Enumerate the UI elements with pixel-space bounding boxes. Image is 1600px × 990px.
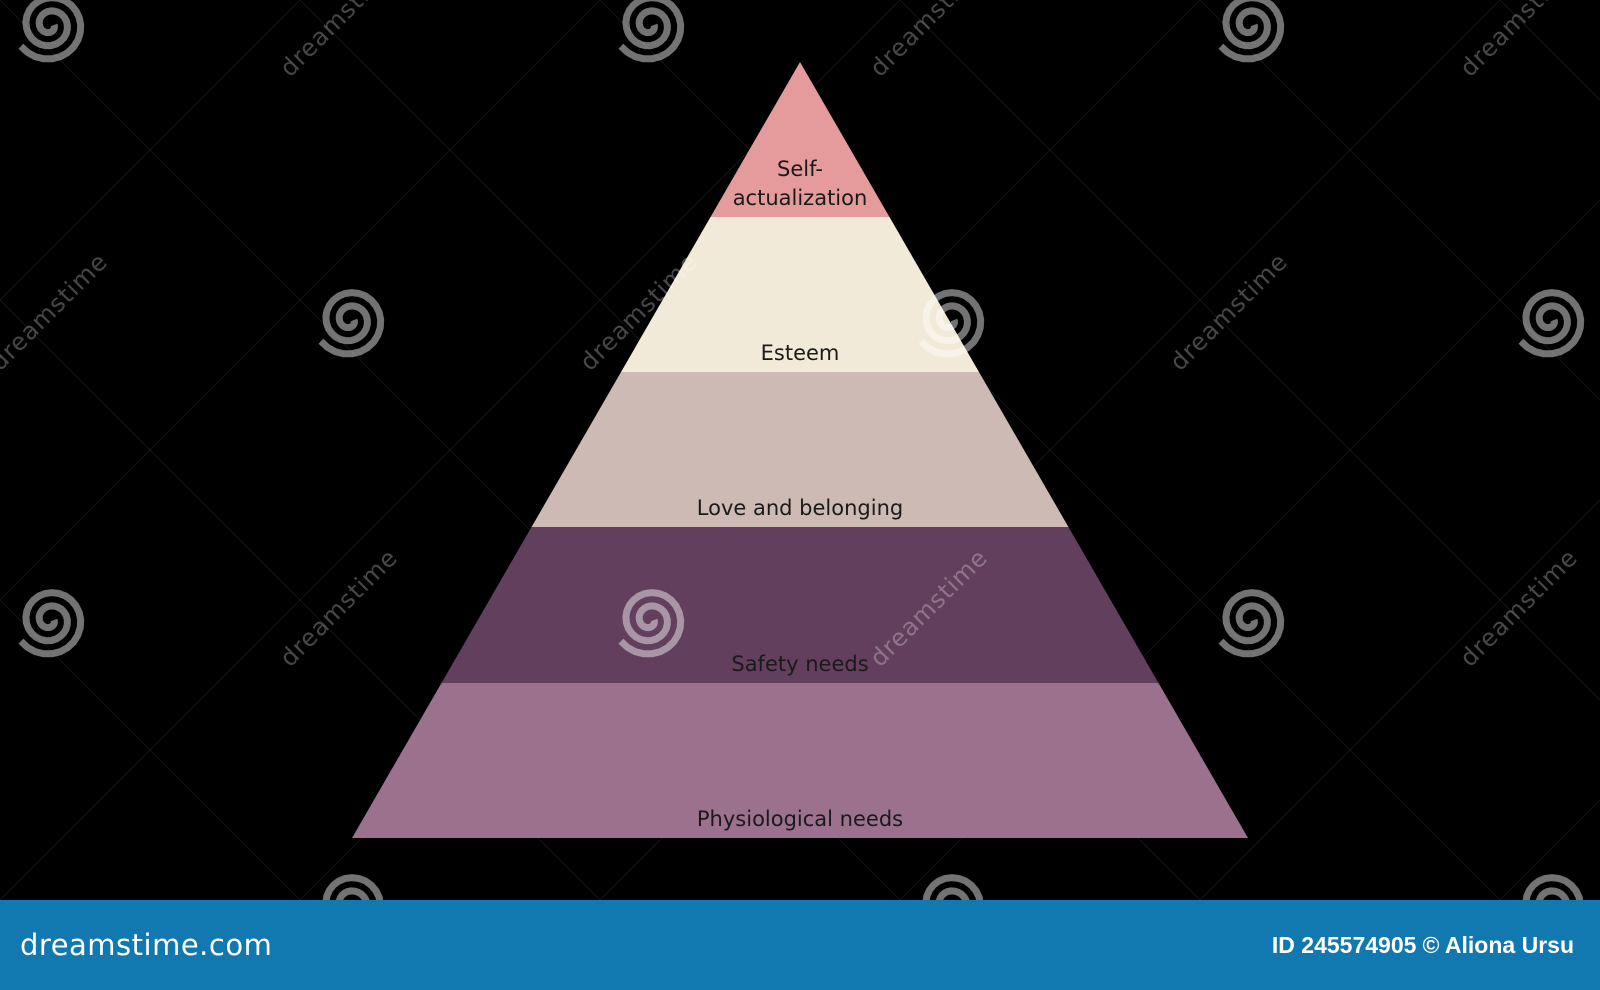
pyramid-tier-5 bbox=[352, 683, 1248, 838]
watermark-swirl bbox=[1218, 0, 1285, 63]
watermark-text: dreamstime bbox=[864, 0, 993, 82]
watermark-swirl bbox=[18, 0, 85, 63]
pyramid-tier-label: Love and belonging bbox=[697, 496, 903, 520]
pyramid-tier-label: Esteem bbox=[761, 341, 840, 365]
watermark-swirl bbox=[1522, 874, 1584, 900]
watermark-swirl bbox=[1518, 289, 1585, 358]
copyright-author-text: © Aliona Ursu bbox=[1422, 931, 1574, 958]
watermark-swirl bbox=[318, 289, 385, 358]
watermark-swirl bbox=[918, 289, 985, 358]
image-id-text: ID 245574905 bbox=[1271, 931, 1417, 958]
pyramid-tier-label: actualization bbox=[733, 186, 868, 210]
watermark-text: dreamstime bbox=[1454, 543, 1583, 672]
watermark-swirl bbox=[618, 0, 685, 63]
footer-bar: dreamstime.com ID 245574905 © Aliona Urs… bbox=[0, 900, 1600, 990]
watermark-swirl bbox=[322, 874, 384, 900]
watermark-swirl bbox=[922, 874, 984, 900]
watermark-text: dreamstime bbox=[1454, 0, 1583, 82]
watermark-text: dreamstime bbox=[274, 0, 403, 82]
watermark-swirl bbox=[18, 589, 85, 658]
pyramid-tier-3 bbox=[531, 372, 1069, 527]
watermark-text: dreamstime bbox=[274, 543, 403, 672]
pyramid-tier-4 bbox=[441, 527, 1159, 683]
pyramid-tier-label: Safety needs bbox=[731, 652, 868, 676]
pyramid-tier-label: Physiological needs bbox=[697, 807, 903, 831]
pyramid-tier-label: Self- bbox=[777, 157, 823, 181]
watermark-swirl bbox=[618, 589, 685, 658]
pyramid-tier-1 bbox=[710, 62, 890, 217]
footer-credit: ID 245574905 © Aliona Ursu bbox=[1272, 932, 1574, 959]
footer-brand-text: dreamstime.com bbox=[20, 928, 273, 962]
watermark-swirl bbox=[1218, 589, 1285, 658]
pyramid-tier-2 bbox=[621, 217, 979, 372]
watermark-text: dreamstime bbox=[1164, 247, 1293, 376]
